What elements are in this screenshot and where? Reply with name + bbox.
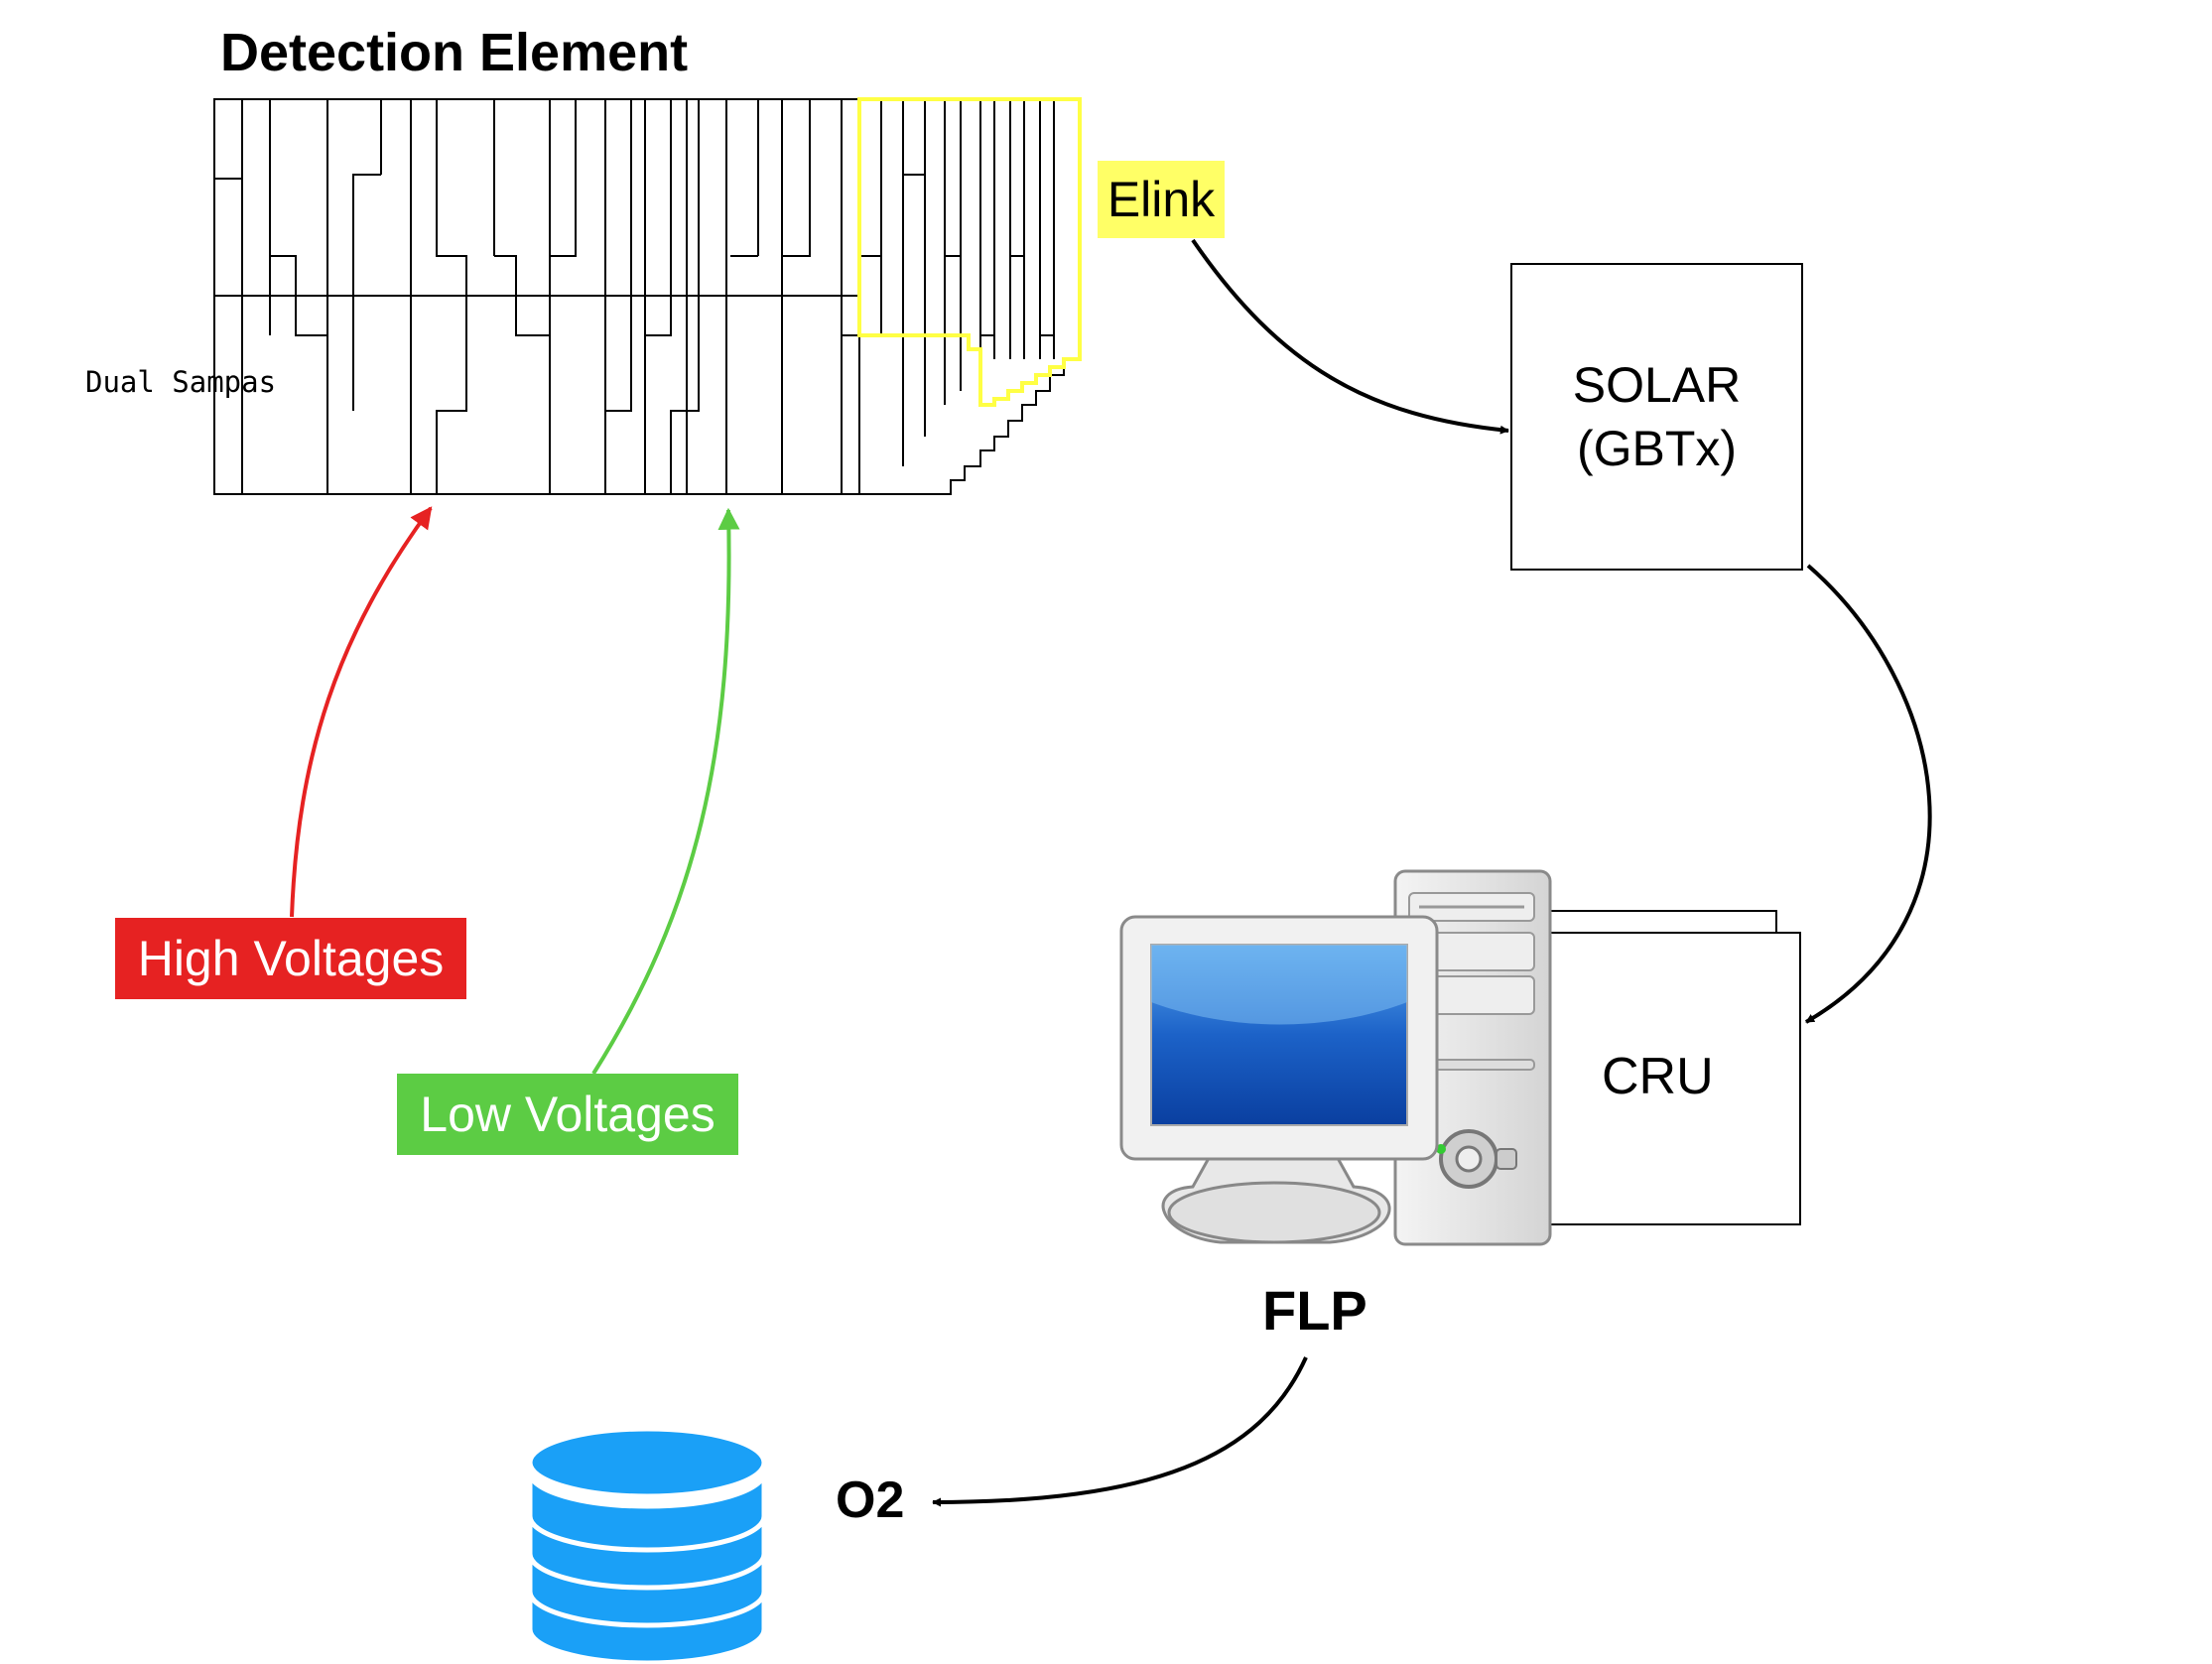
elink-label: Elink (1106, 172, 1216, 227)
arrow-solar-to-cru (1804, 564, 1932, 1024)
high-voltages-tag: High Voltages (115, 918, 466, 999)
flp-label: FLP (1262, 1279, 1367, 1342)
high-voltages-label: High Voltages (137, 931, 445, 986)
database-icon (527, 1426, 767, 1664)
o2-label: O2 (836, 1472, 905, 1529)
cru-box (1507, 910, 1801, 1225)
low-voltages-tag: Low Voltages (397, 1074, 738, 1155)
arrow-low-voltages (591, 507, 740, 1076)
pad-connectors (214, 174, 1054, 494)
arrow-high-voltages (290, 506, 433, 918)
arrow-elink-to-solar (1191, 238, 1509, 435)
elink-tag: Elink (1098, 161, 1225, 238)
cru-label: CRU (1602, 1048, 1714, 1105)
detection-element (213, 98, 1081, 495)
solar-line2: (GBTx) (1576, 421, 1738, 476)
low-voltages-label: Low Voltages (420, 1087, 716, 1142)
detection-element-title: Detection Element (220, 23, 689, 82)
dual-sampas-label: Dual Sampas (85, 365, 277, 399)
elink-highlight (857, 97, 1082, 407)
solar-box: SOLAR (GBTx) (1510, 263, 1803, 571)
arrow-flp-to-o2 (932, 1356, 1308, 1507)
solar-line1: SOLAR (1572, 357, 1742, 413)
computer-icon (1119, 869, 1552, 1246)
